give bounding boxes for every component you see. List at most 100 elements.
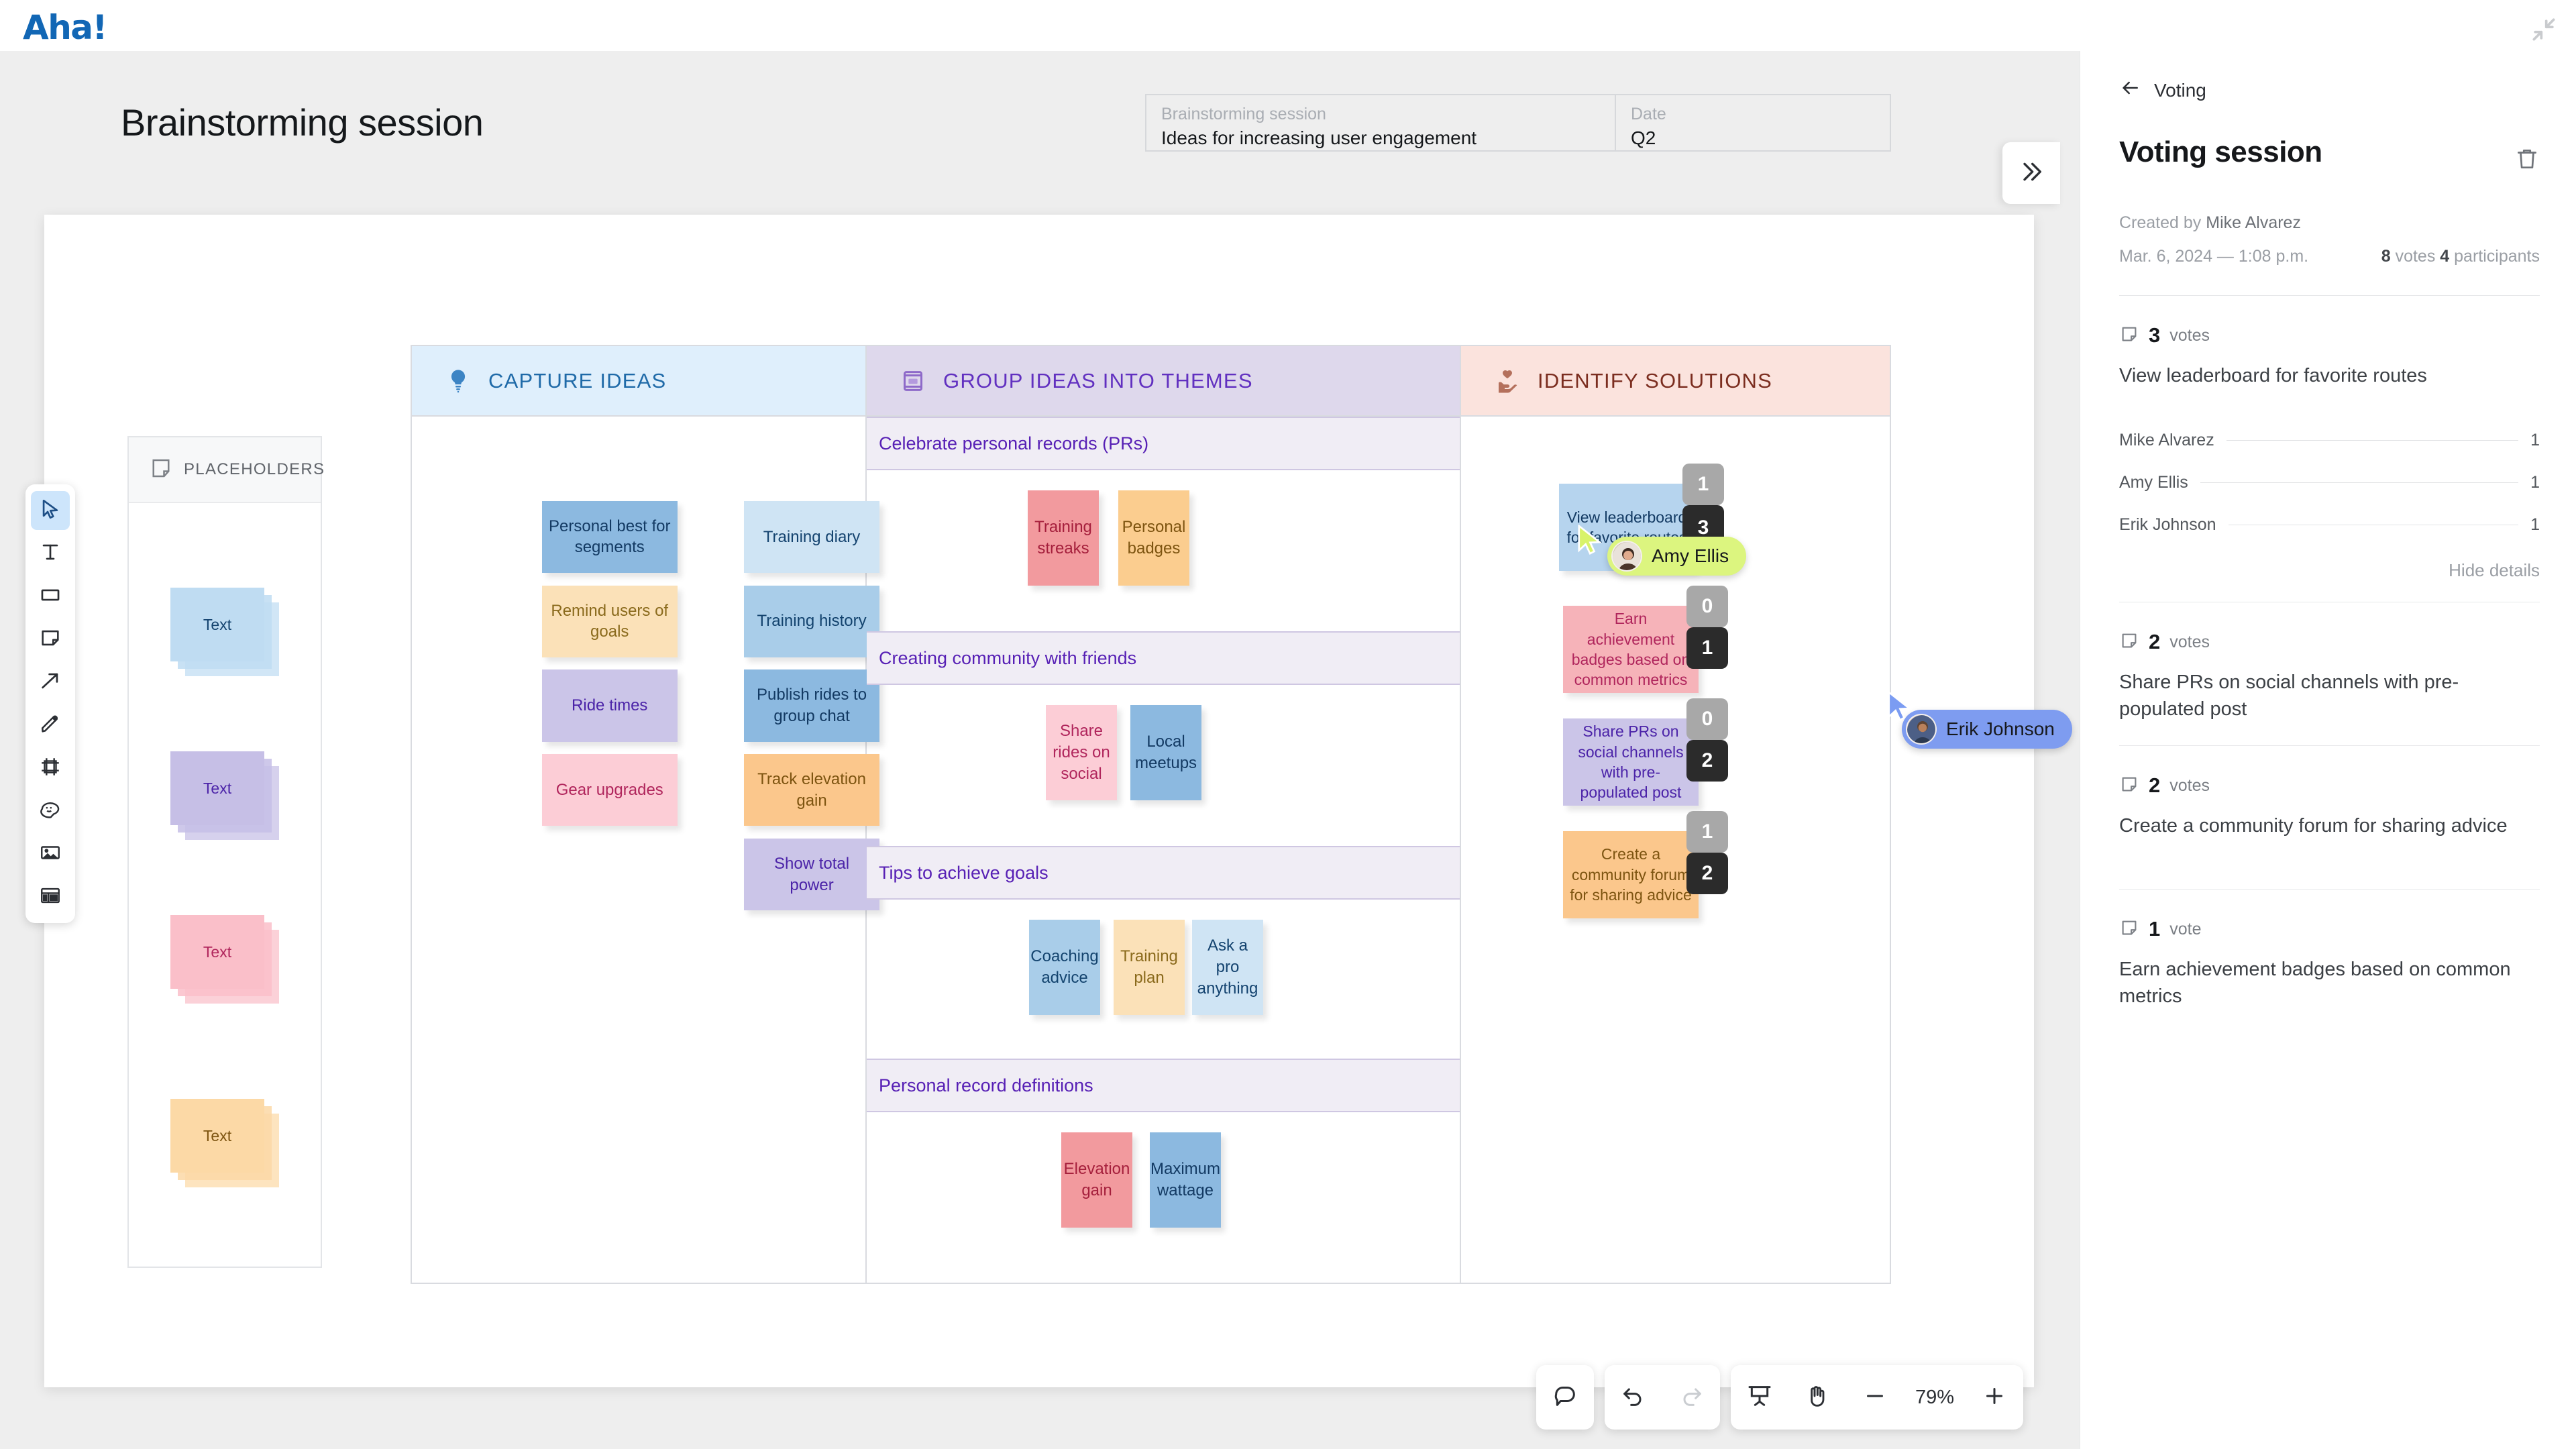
hide-details-button[interactable]: Hide details (2449, 560, 2540, 580)
sticky-note[interactable]: Publish rides to group chat (744, 669, 879, 742)
sticky-note[interactable]: Local meetups (1130, 705, 1201, 800)
tool-cursor-select[interactable] (31, 491, 70, 530)
sticky-note[interactable]: Maximum wattage (1150, 1132, 1221, 1228)
meta-field-date[interactable]: Date Q2 (1616, 95, 1890, 150)
sticky-note-text: Track elevation gain (757, 770, 866, 810)
hand-heart-icon (1492, 366, 1523, 396)
plus-icon (1982, 1384, 2006, 1411)
sticky-note-text: Ask a pro anything (1197, 936, 1258, 998)
meta-label-session: Brainstorming session (1161, 105, 1326, 123)
theme-band[interactable]: Celebrate personal records (PRs) (867, 417, 1460, 470)
sticky-note[interactable]: Earn achievement badges based on common … (1563, 606, 1699, 693)
zoom-out-button[interactable] (1846, 1365, 1904, 1430)
theme-band[interactable]: Creating community with friends (867, 631, 1460, 685)
tool-arrow[interactable] (31, 663, 70, 702)
sticky-note[interactable]: Training diary (744, 500, 879, 574)
sticky-note[interactable]: Create a community forum for sharing adv… (1563, 831, 1699, 918)
tool-pen[interactable] (31, 706, 70, 745)
minus-icon (1863, 1384, 1887, 1411)
tool-image[interactable] (31, 835, 70, 873)
vote-badge-total[interactable]: 1 (1686, 627, 1728, 669)
sticky-note-text: Publish rides to group chat (756, 686, 867, 725)
sticky-note[interactable]: Personal badges (1118, 490, 1189, 586)
theme-band[interactable]: Personal record definitions (867, 1059, 1460, 1112)
tool-frame[interactable] (31, 749, 70, 788)
voter-name: Mike Alvarez (2119, 431, 2214, 450)
sticky-note-text: Share rides on social (1053, 722, 1110, 783)
sticky-note[interactable]: Gear upgrades (541, 754, 678, 826)
redo-button[interactable] (1662, 1365, 1720, 1430)
vote-badge-count: 1 (1701, 637, 1713, 659)
tool-template[interactable] (31, 877, 70, 916)
sticky-note[interactable]: Share rides on social (1046, 705, 1117, 800)
sticky-note[interactable]: Training history (744, 585, 879, 657)
back-label: Voting (2154, 79, 2206, 101)
vote-badge-total[interactable]: 2 (1686, 853, 1728, 894)
avatar (1611, 541, 1642, 572)
sticky-note-text: Elevation gain (1063, 1160, 1130, 1199)
column-title-capture-ideas: CAPTURE IDEAS (488, 368, 667, 392)
placeholder-stack[interactable]: Text (170, 751, 279, 840)
sticky-note[interactable]: Ask a pro anything (1192, 920, 1263, 1015)
sticky-note-text: Remind users of goals (551, 601, 669, 641)
sticky-note[interactable]: Training plan (1114, 920, 1185, 1015)
voter-rule (2200, 482, 2519, 484)
vote-badge-pending[interactable]: 1 (1686, 811, 1728, 853)
theme-band[interactable]: Tips to achieve goals (867, 846, 1460, 900)
placeholder-stack[interactable]: Text (170, 915, 279, 1004)
sticky-note[interactable]: Elevation gain (1061, 1132, 1132, 1228)
column-identify-solutions: IDENTIFY SOLUTIONS View leaderboard for … (1461, 346, 1890, 1283)
sticky-note-text: Personal badges (1122, 518, 1186, 557)
zoom-in-button[interactable] (1966, 1365, 2023, 1430)
tool-sticky-note[interactable] (31, 620, 70, 659)
template-icon (39, 884, 62, 910)
sticky-note[interactable]: Ride times (541, 669, 678, 742)
zoom-level-label[interactable]: 79% (1915, 1386, 1955, 1408)
column-title-group-themes: GROUP IDEAS INTO THEMES (943, 368, 1253, 392)
placeholder-stack[interactable]: Text (170, 1099, 279, 1187)
column-capture-ideas: CAPTURE IDEAS Personal best for segments… (412, 346, 879, 1283)
sidebar-collapse-button[interactable] (2002, 142, 2060, 204)
sticky-note[interactable]: Remind users of goals (541, 585, 678, 657)
vote-badge-pending[interactable]: 0 (1686, 698, 1728, 740)
meta-value-date: Q2 (1631, 127, 1656, 148)
vote-badge-pending[interactable]: 0 (1686, 586, 1728, 627)
comment-button[interactable] (1536, 1365, 1594, 1430)
aha-logo[interactable]: Aha! (23, 8, 107, 47)
sticky-note[interactable]: Track elevation gain (744, 754, 879, 826)
meta-field-session[interactable]: Brainstorming session Ideas for increasi… (1146, 95, 1616, 150)
sticky-note[interactable]: Personal best for segments (541, 500, 678, 574)
placeholder-label: Text (170, 751, 264, 825)
vote-badge-pending[interactable]: 1 (1682, 464, 1724, 505)
avatar (1906, 714, 1937, 745)
collapse-diagonal-icon[interactable] (2529, 15, 2559, 44)
column-title-identify-solutions: IDENTIFY SOLUTIONS (1538, 368, 1773, 392)
tool-text[interactable] (31, 534, 70, 573)
delete-session-button[interactable] (2514, 146, 2540, 175)
back-to-voting-button[interactable]: Voting (2119, 77, 2206, 103)
sticky-note[interactable]: Coaching advice (1029, 920, 1100, 1015)
cursor-select-icon (39, 498, 62, 524)
vote-unit: votes (2169, 775, 2210, 795)
sticky-note[interactable]: Share PRs on social channels with pre-po… (1563, 718, 1699, 806)
pan-button[interactable] (1788, 1365, 1846, 1430)
tool-sticker[interactable] (31, 792, 70, 830)
undo-button[interactable] (1605, 1365, 1662, 1430)
sticky-note[interactable]: Training streaks (1028, 490, 1099, 586)
present-button[interactable] (1731, 1365, 1788, 1430)
vote-badge-total[interactable]: 2 (1686, 740, 1728, 782)
sticker-icon (39, 798, 62, 824)
theme-band-label: Creating community with friends (879, 647, 1137, 668)
sticky-note-text: Gear upgrades (555, 780, 663, 799)
tool-rectangle[interactable] (31, 577, 70, 616)
sticky-note[interactable]: Show total power (744, 838, 879, 911)
sticky-note-icon (2119, 631, 2139, 654)
sticky-note-icon (39, 627, 62, 653)
placeholder-stack[interactable]: Text (170, 588, 279, 676)
